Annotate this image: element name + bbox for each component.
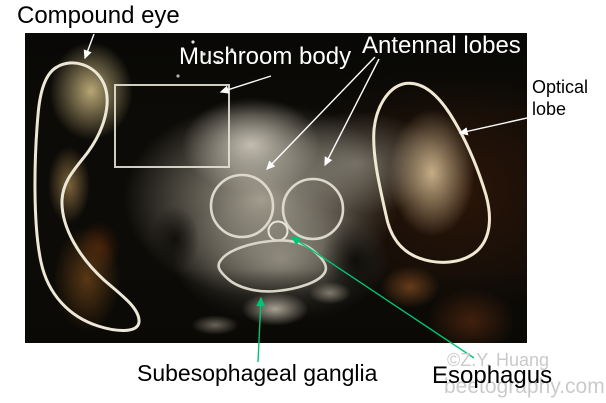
compound-eye-arrow <box>83 33 95 60</box>
mushroom-body-box <box>114 84 230 168</box>
mushroom-body-label: Mushroom body <box>179 43 352 70</box>
bee-brain-photo <box>25 33 527 343</box>
subesophageal-ganglia-arrow <box>256 296 266 363</box>
esophagus-circle <box>267 220 289 242</box>
optical-lobe-arrow <box>458 102 595 136</box>
esophagus-arrow <box>290 236 475 359</box>
mushroom-body-arrow <box>219 75 272 94</box>
optical-lobe-outline <box>372 81 491 264</box>
optical-lobe-label: Optical lobe <box>532 77 589 119</box>
watermark-author: ©Z.Y. Huang <box>447 350 549 370</box>
antennal-lobe-left-circle <box>209 173 275 239</box>
antennal-lobe-right-circle <box>281 177 345 241</box>
compound-eye-label: Compound eye <box>17 2 180 29</box>
esophagus-label: Esophagus <box>432 362 553 389</box>
subesophageal-ganglia-outline <box>217 239 328 293</box>
antennal-lobes-label: Antennal lobes <box>362 32 521 59</box>
watermark-site: beetography.com <box>444 375 605 398</box>
antennal-lobe-left-arrow <box>266 56 376 171</box>
antennal-lobe-right-arrow <box>324 58 380 167</box>
subesophageal-ganglia-label: Subesophageal ganglia <box>137 360 378 386</box>
compound-eye-outline <box>33 61 141 332</box>
